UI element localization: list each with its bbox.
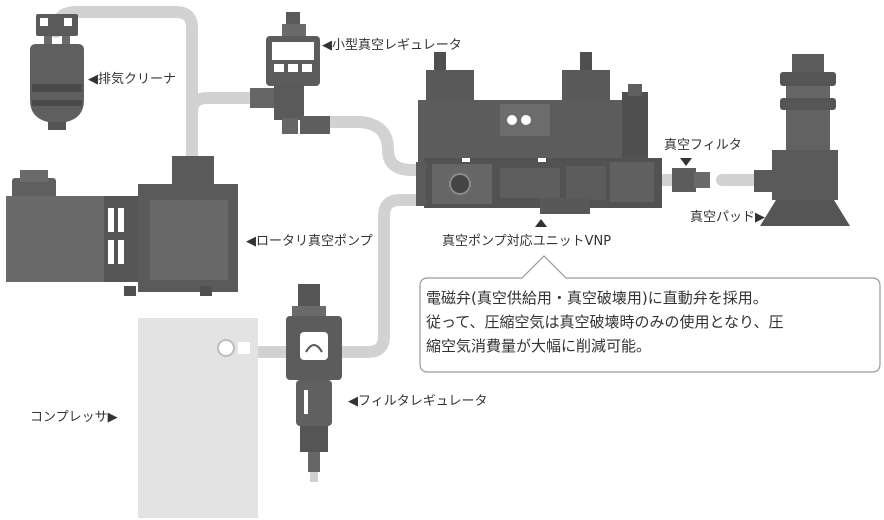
exhaust-cleaner bbox=[30, 14, 84, 130]
regulator-to-vnp-pipe bbox=[324, 116, 436, 176]
note-line-3: 縮空気消費量が大幅に削減可能。 bbox=[426, 337, 652, 355]
vacuum-pump-unit-vnp bbox=[416, 52, 662, 214]
label-exhaust-cleaner: ◀排気クリーナ bbox=[88, 72, 176, 87]
note-line-1: 電磁弁(真空供給用・真空破壊用)に直動弁を採用。 bbox=[426, 289, 768, 307]
vacuum-filter-pointer bbox=[680, 158, 692, 166]
compressor bbox=[138, 318, 258, 518]
vacuum-filter bbox=[672, 168, 710, 192]
label-filter-regulator: ◀フィルタレギュレータ bbox=[348, 394, 488, 409]
vnp-pointer bbox=[535, 219, 547, 227]
label-vnp-unit: 真空ポンプ対応ユニットVNP bbox=[442, 234, 612, 249]
label-vacuum-filter: 真空フィルタ bbox=[664, 138, 742, 153]
pump-to-regulator-pipe bbox=[186, 92, 272, 146]
air-pipes bbox=[50, 6, 762, 358]
rotary-vacuum-pump bbox=[6, 156, 238, 296]
note-callout-box bbox=[419, 255, 881, 373]
small-vacuum-regulator bbox=[250, 12, 330, 134]
vacuum-pad bbox=[754, 54, 850, 226]
filter-regulator bbox=[286, 284, 342, 482]
label-rotary-vacuum-pump: ◀ロータリ真空ポンプ bbox=[246, 234, 373, 249]
label-compressor: コンプレッサ▶ bbox=[30, 410, 118, 425]
note-line-2: 従って、圧縮空気は真空破壊時のみの使用となり、圧 bbox=[426, 313, 784, 331]
vnp-to-filter-regulator-pipe bbox=[334, 194, 436, 358]
note-text: 電磁弁(真空供給用・真空破壊用)に直動弁を採用。 従って、圧縮空気は真空破壊時の… bbox=[426, 286, 876, 358]
label-vacuum-pad: 真空パッド▶ bbox=[690, 210, 765, 225]
label-small-vacuum-regulator: ◀小型真空レギュレータ bbox=[322, 38, 462, 53]
